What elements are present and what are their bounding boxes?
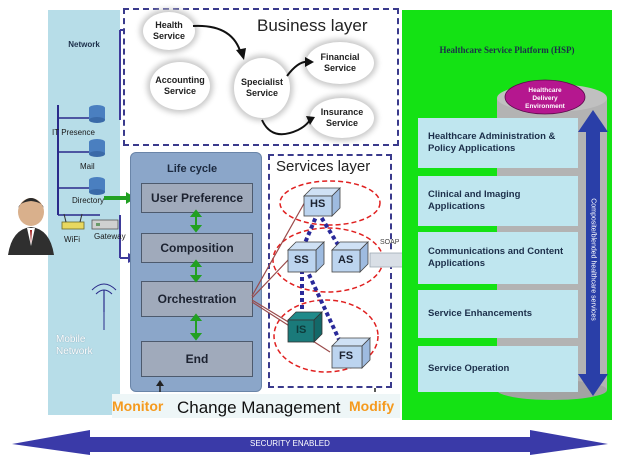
gateway-label: Gateway xyxy=(94,232,126,241)
health-service-node: Health Service xyxy=(143,12,195,50)
specialist-service-node: Specialist Service xyxy=(234,58,290,118)
services-layer-title: Services layer xyxy=(276,158,371,175)
orchestration-box: Orchestration xyxy=(141,281,253,317)
it-presence-label: IT Presence xyxy=(52,128,95,137)
mobile-network-label: Mobile Network xyxy=(56,334,93,357)
change-management-label: Change Management xyxy=(177,398,341,417)
is-cube xyxy=(287,311,323,343)
antenna-icon xyxy=(91,283,117,330)
enhancements-box: Service Enhancements xyxy=(418,290,578,338)
mail-label: Mail xyxy=(80,162,95,171)
directory-label: Directory xyxy=(72,196,105,205)
modify-label: Modify xyxy=(349,398,395,414)
accounting-service-node: Accounting Service xyxy=(150,62,210,110)
database-icon xyxy=(89,177,105,195)
security-label: SECURITY ENABLED xyxy=(250,439,330,448)
ss-cube xyxy=(287,241,325,273)
hsp-title: Healthcare Service Platform (HSP) xyxy=(439,45,575,55)
clinical-apps-box: Clinical and Imaging Applications xyxy=(418,176,578,226)
admin-apps-box: Healthcare Administration & Policy Appli… xyxy=(418,118,578,168)
as-cube xyxy=(331,241,369,273)
database-icon xyxy=(89,139,105,157)
business-layer-title: Business layer xyxy=(257,16,368,35)
fs-label: FS xyxy=(339,350,354,362)
is-label: IS xyxy=(296,324,307,336)
lifecycle-panel: Life cycle User Preference Composition O… xyxy=(130,152,262,392)
wifi-label: WiFi xyxy=(64,235,80,244)
operation-box: Service Operation xyxy=(418,346,578,392)
wifi-router-icon xyxy=(61,213,85,230)
financial-service-node: Financial Service xyxy=(306,42,374,84)
end-box: End xyxy=(141,341,253,377)
database-icon xyxy=(89,105,105,123)
ss-label: SS xyxy=(294,254,309,266)
user-person-icon xyxy=(8,198,54,255)
monitor-label: Monitor xyxy=(112,398,164,414)
fs-cube xyxy=(331,337,371,369)
network-title: Network xyxy=(68,40,100,49)
hs-label: HS xyxy=(310,198,326,210)
gateway-icon xyxy=(91,219,119,230)
change-management-bar xyxy=(112,394,400,418)
composition-box: Composition xyxy=(141,233,253,263)
insurance-service-node: Insurance Service xyxy=(310,98,374,138)
healthcare-delivery-label: Healthcare Delivery Environment xyxy=(525,87,565,110)
comms-apps-box: Communications and Content Applications xyxy=(418,232,578,284)
lifecycle-title: Life cycle xyxy=(167,163,218,175)
as-label: AS xyxy=(338,254,354,266)
hs-cube xyxy=(303,187,341,217)
soap-label: SOAP xyxy=(380,239,400,246)
network-panel: Network Mobile Network xyxy=(48,10,120,415)
